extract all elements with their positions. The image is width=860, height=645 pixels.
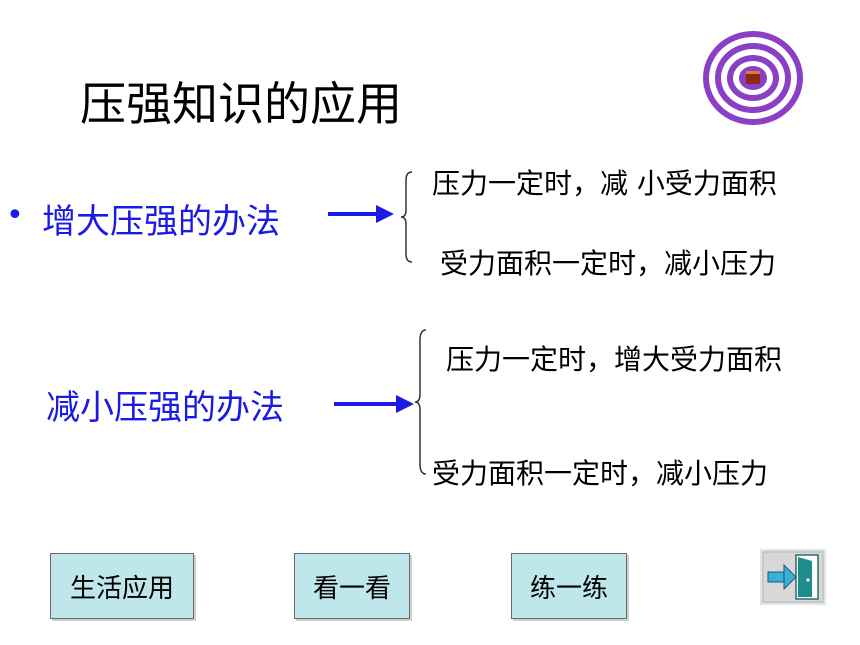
decrease-pressure-heading: 减小压强的办法: [46, 388, 284, 428]
increase-method-1: 压力一定时，减 小受力面积: [432, 167, 777, 200]
increase-method-2: 受力面积一定时，减小压力: [440, 247, 777, 280]
practice-button[interactable]: 练一练: [511, 553, 627, 619]
bullet-point: •: [6, 198, 24, 233]
increase-pressure-heading: 增大压强的办法: [42, 202, 280, 242]
exit-door-icon[interactable]: [760, 549, 826, 605]
decrease-brace: [414, 329, 427, 475]
decrease-method-2: 受力面积一定时，减小压力: [432, 457, 769, 490]
look-button[interactable]: 看一看: [294, 553, 410, 619]
life-application-button[interactable]: 生活应用: [50, 553, 194, 619]
increase-arrow-icon: [328, 205, 394, 223]
increase-brace: [400, 171, 413, 263]
decrease-arrow-icon: [334, 395, 414, 413]
page-title: 压强知识的应用: [80, 77, 402, 131]
target-icon: [703, 31, 803, 125]
decrease-method-1: 压力一定时，增大受力面积: [446, 343, 783, 376]
